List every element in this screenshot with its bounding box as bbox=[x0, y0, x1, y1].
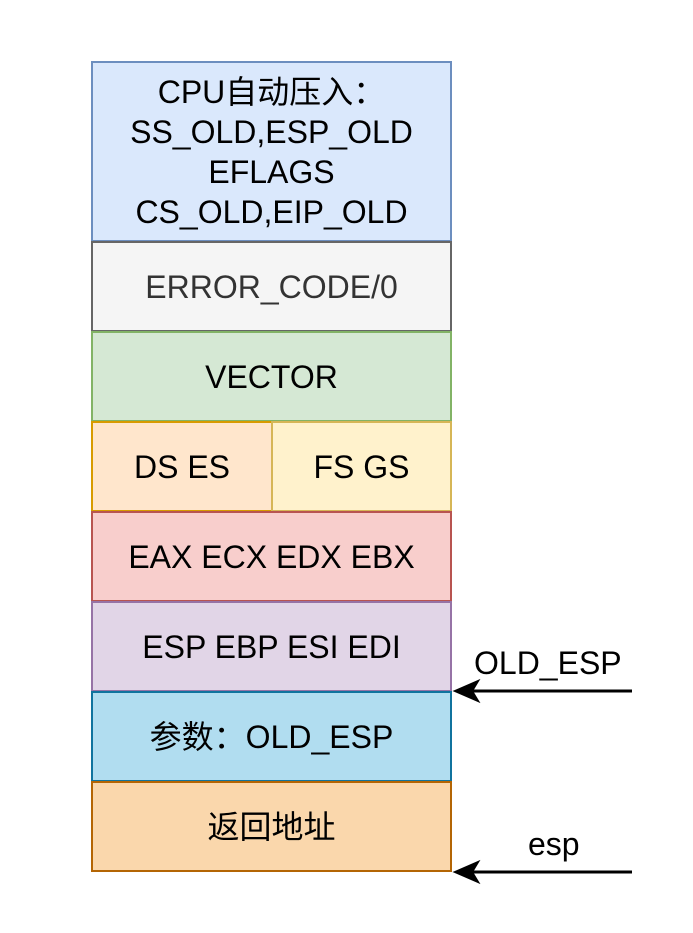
general-registers-esp-block: ESP EBP ESI EDI bbox=[91, 601, 452, 692]
cpu-push-line-2: SS_OLD,ESP_OLD bbox=[130, 113, 413, 150]
fs-gs-label: FS GS bbox=[313, 448, 410, 485]
param-label: 参数：OLD_ESP bbox=[149, 718, 394, 755]
esp-group-label: ESP EBP ESI EDI bbox=[142, 628, 401, 665]
ds-es-label: DS ES bbox=[133, 448, 231, 485]
esp-pointer-label: esp bbox=[528, 826, 580, 862]
vector-label: VECTOR bbox=[205, 358, 338, 395]
cpu-auto-push-block: CPU自动压入： SS_OLD,ESP_OLD EFLAGS CS_OLD,EI… bbox=[91, 61, 452, 242]
cpu-push-line-1: CPU自动压入： bbox=[157, 73, 386, 110]
return-address-label: 返回地址 bbox=[207, 808, 336, 845]
eax-group-label: EAX ECX EDX EBX bbox=[128, 538, 415, 575]
old-esp-pointer-label: OLD_ESP bbox=[474, 645, 622, 681]
old-esp-arrow bbox=[452, 678, 632, 704]
vector-block: VECTOR bbox=[91, 331, 452, 422]
return-address-block: 返回地址 bbox=[91, 781, 452, 872]
cpu-push-line-4: CS_OLD,EIP_OLD bbox=[135, 193, 408, 230]
error-code-label: ERROR_CODE/0 bbox=[145, 268, 398, 305]
cpu-push-line-3: EFLAGS bbox=[208, 153, 335, 190]
esp-arrow bbox=[452, 859, 632, 885]
fs-gs-block: FS GS bbox=[271, 421, 452, 512]
ds-es-block: DS ES bbox=[91, 421, 273, 512]
